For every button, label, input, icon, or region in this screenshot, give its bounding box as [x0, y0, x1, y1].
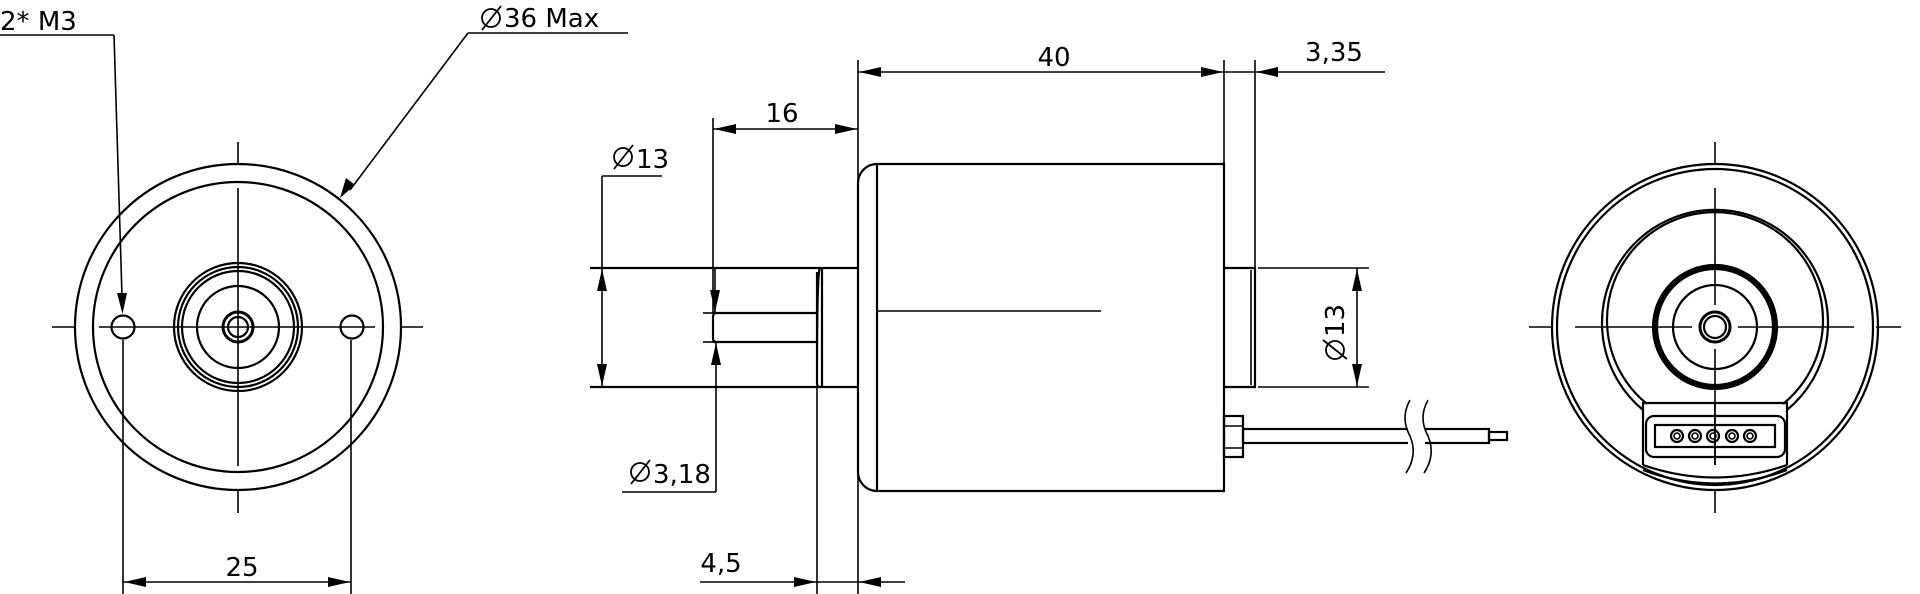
flange-offset-label: 4,5: [700, 549, 741, 579]
front-flange: [815, 266, 824, 389]
front-shaft-circle: [221, 310, 255, 344]
svg-text:13: 13: [1321, 304, 1351, 337]
shaft-diameter-label: 3,18: [630, 459, 711, 490]
front-view: 2* M3 36 Max 25: [0, 4, 628, 594]
hole-spacing-label: 25: [225, 553, 258, 583]
cable-gland: [1222, 414, 1245, 459]
connector-pins: [1669, 428, 1758, 444]
mounting-hole-left: [110, 314, 136, 340]
rear-step-label: 3,35: [1305, 38, 1363, 68]
svg-text:13: 13: [636, 145, 669, 175]
rear-shaft-circle: [1698, 310, 1732, 344]
connector-pin-icon: [1669, 428, 1685, 444]
rear-outer-circle: [1550, 162, 1880, 492]
connector-pin-icon: [1705, 428, 1721, 444]
cable-break-mark: [1404, 399, 1414, 474]
diameter-symbol-icon: [481, 8, 501, 28]
front-hub-ring: [172, 261, 304, 393]
m3-leader-arrow: [117, 293, 127, 314]
outer-diameter-label: 36 Max: [481, 4, 599, 34]
mounting-hole-right: [339, 314, 365, 340]
side-view: 40 3,35 16 13 3,18: [590, 38, 1509, 594]
motor-body-outline: [856, 162, 1226, 493]
connector-pin-icon: [1742, 428, 1758, 444]
front-outer-circle: [73, 162, 403, 492]
cable-tip: [1487, 430, 1509, 442]
rear-hub: [1224, 266, 1257, 389]
rear-view: [1529, 142, 1901, 513]
diameter36-leader-diagonal: [349, 32, 469, 191]
cable-assembly: [1222, 399, 1509, 474]
diameter-symbol-icon: [613, 147, 633, 167]
mounting-holes-label: 2* M3: [0, 7, 77, 37]
svg-text:36 Max: 36 Max: [504, 4, 599, 34]
rear-middle-ring: [1600, 208, 1830, 411]
connector-pin-icon: [1724, 428, 1740, 444]
rear-hub-ring: [1651, 263, 1779, 391]
shaft-end: [711, 311, 717, 344]
connector-pin-icon: [1687, 428, 1703, 444]
rear-hub-diameter-label: 13: [1321, 304, 1351, 360]
diameter36-leader-arrow: [340, 178, 355, 198]
svg-text:3,18: 3,18: [653, 460, 711, 490]
m3-leader-vertical: [113, 34, 123, 297]
connector: [1641, 401, 1789, 485]
diameter-symbol-icon: [630, 462, 650, 482]
front-inner-circle: [91, 180, 385, 474]
front-hub-diameter-label: 13: [613, 144, 669, 175]
shaft-length-label: 16: [765, 99, 798, 129]
body-length-label: 40: [1037, 43, 1070, 73]
cable: [1241, 427, 1491, 445]
diameter-symbol-icon: [1325, 340, 1345, 360]
